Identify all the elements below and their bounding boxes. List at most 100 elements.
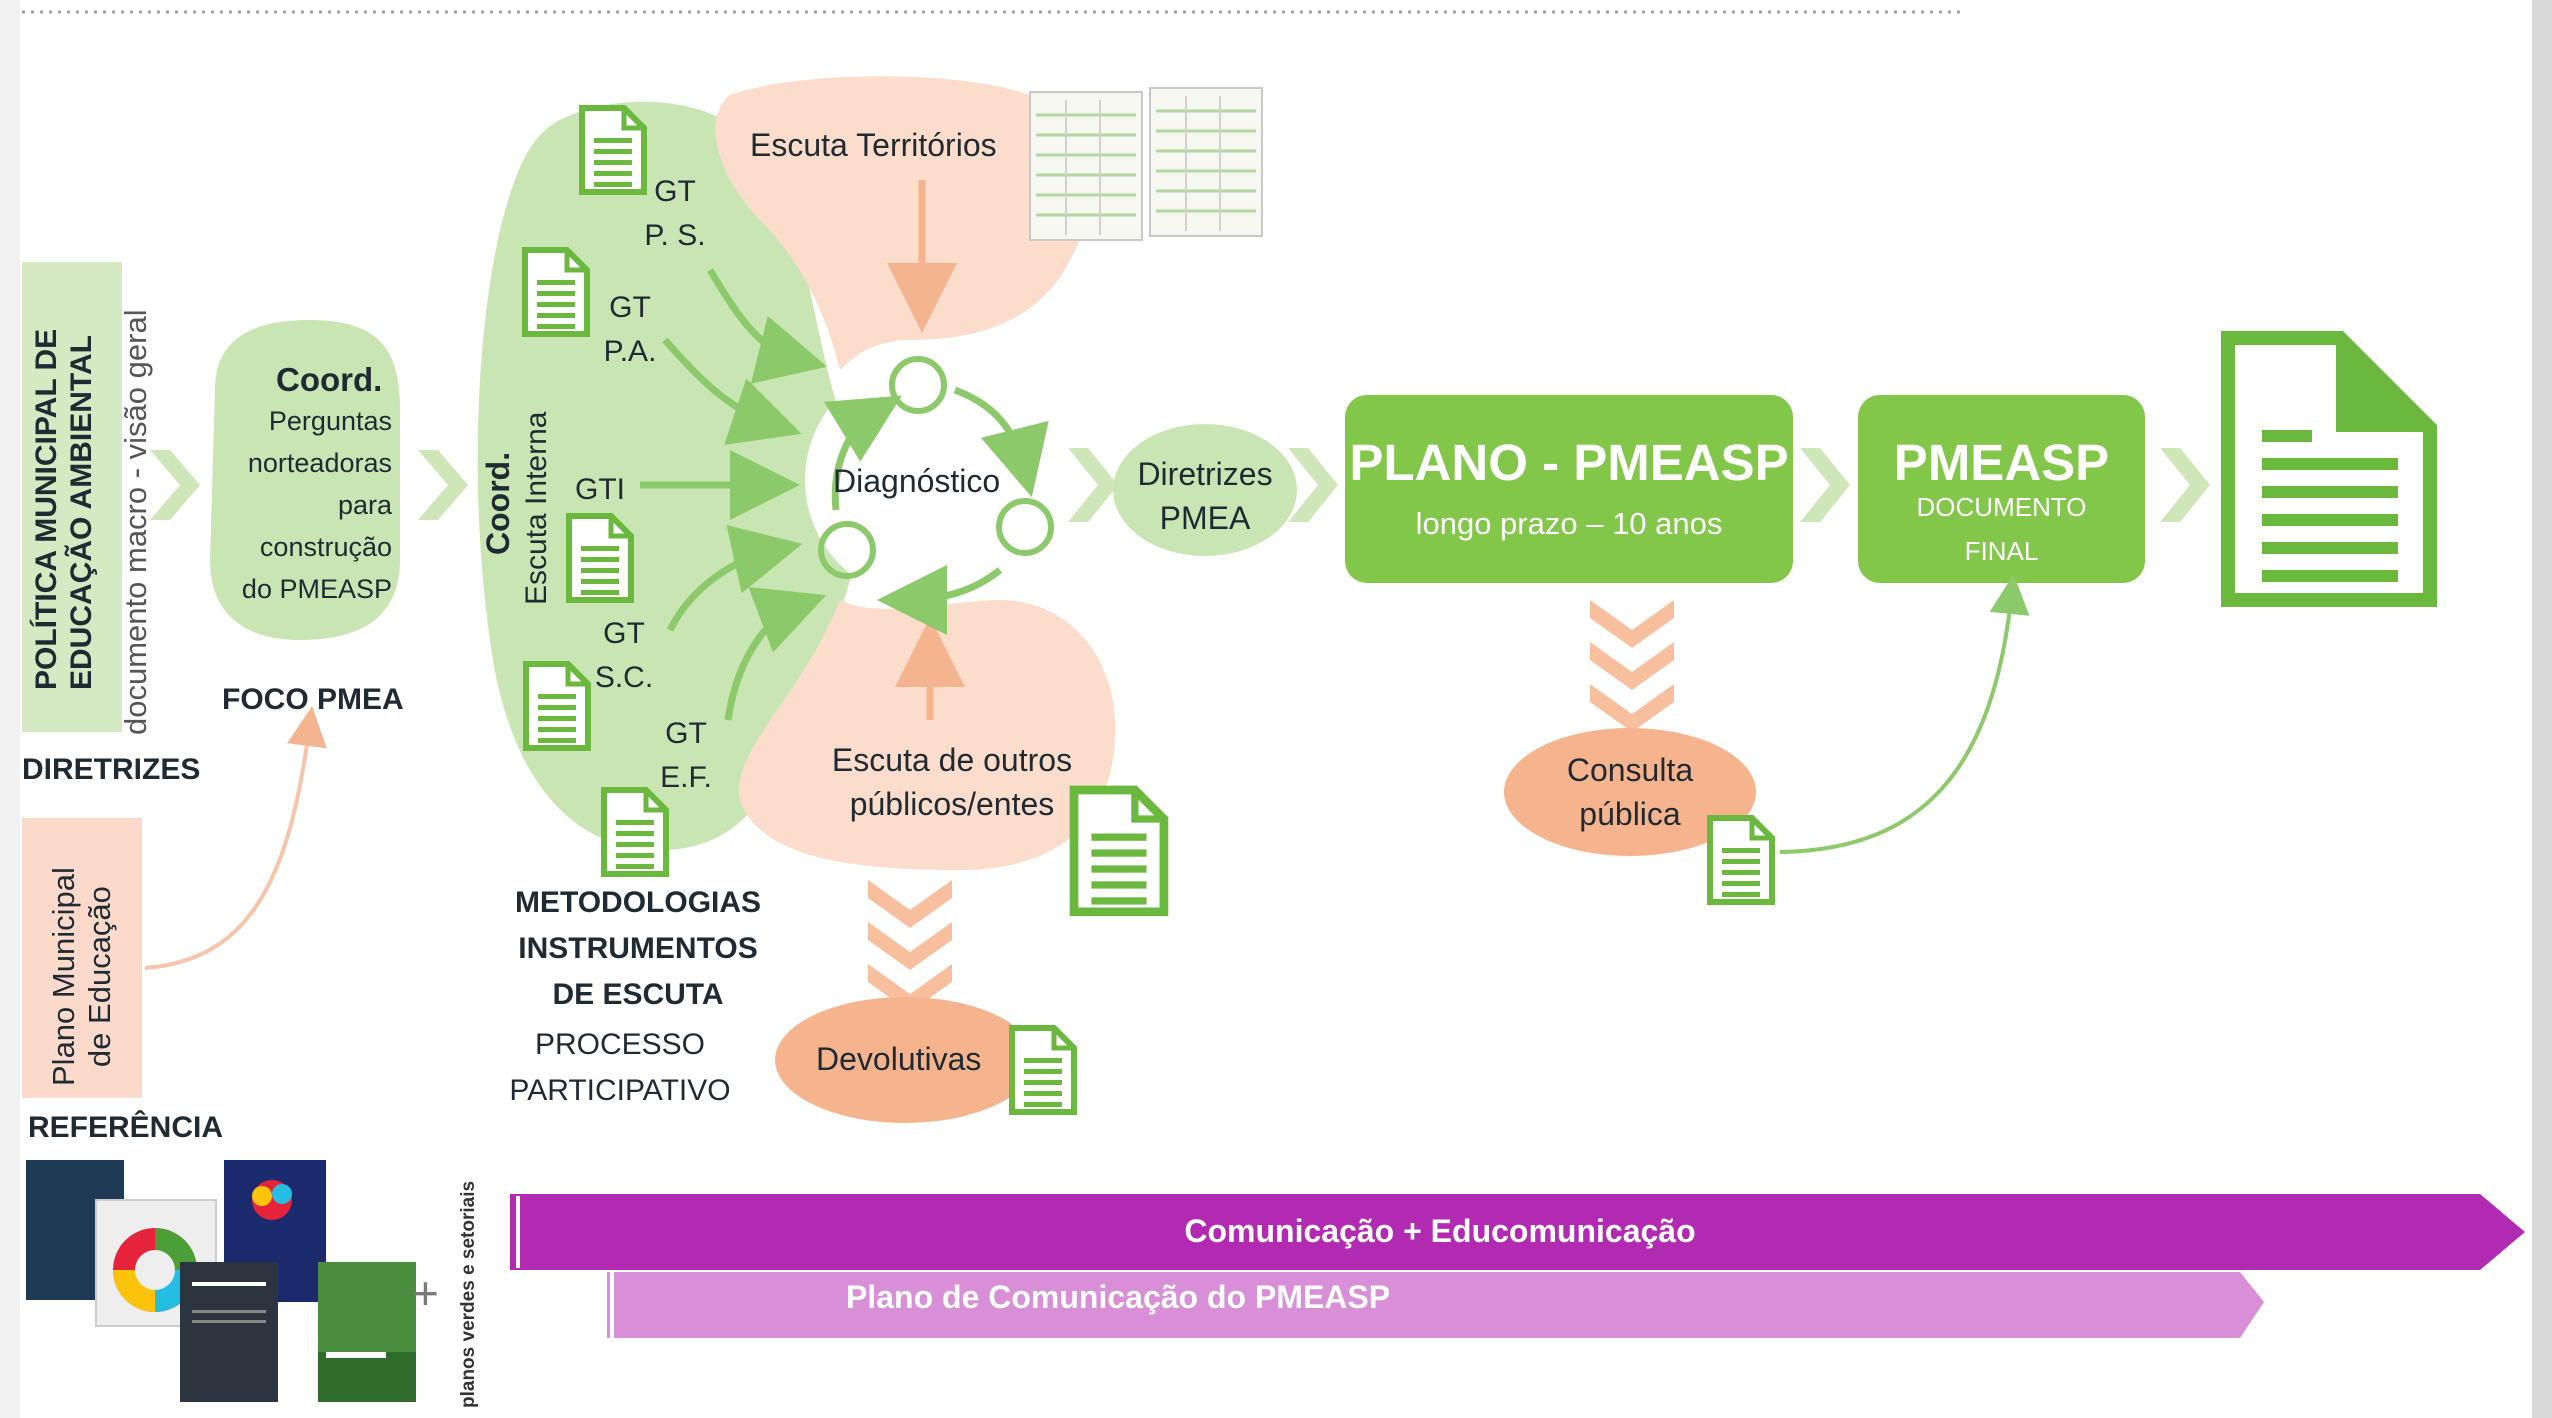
diagnostico-label: Diagnóstico xyxy=(833,463,1001,499)
pmeasp-final-sub2: FINAL xyxy=(1964,536,2039,566)
document-icon-gt-ef xyxy=(604,790,666,874)
plano-line1: Plano Municipal xyxy=(46,867,81,1086)
escuta-outros-line1: Escuta de outros xyxy=(831,742,1073,778)
left-page-margin xyxy=(0,0,20,1418)
metodologias-line: METODOLOGIAS xyxy=(514,886,762,919)
arrow-gt-pa xyxy=(662,337,802,445)
consulta-ellipse xyxy=(1504,728,1756,856)
escuta-coord: Coord. xyxy=(480,451,516,555)
document-icon-gt-pa xyxy=(525,250,587,334)
diretrizes-label: DIRETRIZES xyxy=(22,753,201,786)
arrow-gt-ps xyxy=(706,268,828,384)
cycle-circle-right xyxy=(996,498,1054,556)
down-chevron-a xyxy=(1590,600,1674,648)
foco-line: para xyxy=(337,490,392,520)
gt-ps-line1: GT xyxy=(654,175,696,208)
escuta-interna-label: Escuta Interna xyxy=(520,411,553,605)
escuta-outros-blob xyxy=(739,600,1116,870)
politica-title: POLÍTICA MUNICIPAL DE EDUCAÇÃO AMBIENTAL xyxy=(30,329,99,690)
document-icon-gt-ps xyxy=(582,108,644,192)
spreadsheet-thumbnails xyxy=(1029,87,1263,241)
plano-municipal-title: Plano Municipal de Educação xyxy=(46,867,117,1086)
pmeasp-final-sub1: DOCUMENTO xyxy=(1916,492,2087,522)
politica-box xyxy=(22,262,122,732)
consulta-line1: Consulta xyxy=(1566,752,1694,788)
arrow-gt-sc xyxy=(666,524,803,632)
chevron-5 xyxy=(1800,448,1850,522)
foco-line: do PMEASP xyxy=(241,574,392,604)
cycle-circle-top xyxy=(889,356,947,414)
foco-line: norteadoras xyxy=(247,448,392,478)
down-chevron-d xyxy=(868,880,952,928)
pmeasp-final-box xyxy=(1858,395,2145,583)
politica-line2: EDUCAÇÃO AMBIENTAL xyxy=(64,335,98,690)
pmeasp-final-title: PMEASP xyxy=(1893,434,2110,491)
chevron-1 xyxy=(150,450,200,520)
cycle-arrow-2 xyxy=(877,564,1003,635)
plano-subtitle: longo prazo – 10 anos xyxy=(1415,506,1723,541)
planos-verdes-label: planos verdes e setoriais xyxy=(458,1180,479,1408)
gt-sc-label: GT S.C. xyxy=(592,612,656,700)
chevron-4 xyxy=(1288,448,1338,522)
down-chevron-c xyxy=(1590,684,1674,732)
gt-sc-line1: GT xyxy=(603,617,645,650)
gt-pa-label: GT P.A. xyxy=(598,286,662,374)
gt-pa-line1: GT xyxy=(609,291,651,324)
escuta-territorios-label: Escuta Territórios xyxy=(750,127,997,163)
politica-subtitle: documento macro - visão geral xyxy=(118,309,153,735)
gt-ps-line2: P. S. xyxy=(644,219,706,252)
plano-comunicacao-label: Plano de Comunicação do PMEASP xyxy=(846,1279,1391,1315)
document-icon-gt-sc xyxy=(526,664,588,748)
diretrizes-line2: PMEA xyxy=(1159,500,1251,536)
referencia-label: REFERÊNCIA xyxy=(28,1111,224,1144)
consulta-to-final-arrow xyxy=(1779,574,2030,854)
foco-pmea-label: FOCO PMEA xyxy=(222,683,404,716)
diretrizes-line1: Diretrizes xyxy=(1137,456,1273,492)
plano-box xyxy=(1345,395,1793,583)
comunicacao-label: Comunicação + Educomunicação xyxy=(1184,1213,1696,1249)
consulta-publica-label: Consulta pública xyxy=(1504,748,1756,836)
diretrizes-pmea-label: Diretrizes PMEA xyxy=(1125,452,1285,540)
plano-educacao-box xyxy=(22,818,142,1098)
plano-comunicacao-arrow xyxy=(607,1272,2264,1338)
cycle-circle-left xyxy=(818,521,876,579)
foco-blob xyxy=(210,320,400,640)
processo-line: PROCESSO xyxy=(534,1028,706,1061)
processo-line: PARTICIPATIVO xyxy=(509,1074,731,1107)
gt-ps-label: GT P. S. xyxy=(642,170,708,258)
comunicacao-arrow xyxy=(510,1194,2525,1270)
down-chevron-b xyxy=(1590,642,1674,690)
consulta-line2: pública xyxy=(1579,796,1681,832)
chevron-6 xyxy=(2160,448,2210,522)
politica-line1: POLÍTICA MUNICIPAL DE xyxy=(30,328,63,690)
final-document-icon xyxy=(2221,331,2437,607)
metodologias-line: DE ESCUTA xyxy=(552,978,724,1011)
escuta-outros-label: Escuta de outros públicos/entes xyxy=(812,738,1092,826)
reference-books xyxy=(26,1160,416,1402)
processo-participativo-label: PROCESSO PARTICIPATIVO xyxy=(495,1022,745,1114)
plus-sign: + xyxy=(412,1267,439,1319)
document-icon-gti xyxy=(569,516,631,600)
gt-ef-label: GT E.F. xyxy=(654,712,718,800)
foco-coord: Coord. xyxy=(276,361,383,398)
cycle-arrow-1 xyxy=(953,386,1049,498)
foco-questions: Perguntas norteadoras para construção do… xyxy=(212,400,392,610)
devolutivas-ellipse xyxy=(775,997,1035,1123)
foco-line: construção xyxy=(259,532,392,562)
gt-sc-line2: S.C. xyxy=(594,661,654,694)
down-chevron-e xyxy=(868,922,952,970)
plano-line2: de Educação xyxy=(81,886,117,1068)
chevron-3 xyxy=(1068,448,1118,522)
devolutivas-label: Devolutivas xyxy=(816,1041,982,1077)
metodologias-label: METODOLOGIAS INSTRUMENTOS DE ESCUTA xyxy=(495,880,781,1018)
metodologias-line: INSTRUMENTOS xyxy=(518,932,758,965)
gt-ef-line1: GT xyxy=(665,717,707,750)
plano-title: PLANO - PMEASP xyxy=(1349,434,1789,491)
plano-to-foco-arrow xyxy=(144,706,327,970)
document-icon-devolutivas xyxy=(1012,1028,1074,1112)
foco-line: Perguntas xyxy=(268,406,392,436)
escuta-outros-line2: públicos/entes xyxy=(849,786,1055,822)
arrow-gt-ef xyxy=(724,587,827,721)
gti-label: GTI xyxy=(575,473,625,506)
